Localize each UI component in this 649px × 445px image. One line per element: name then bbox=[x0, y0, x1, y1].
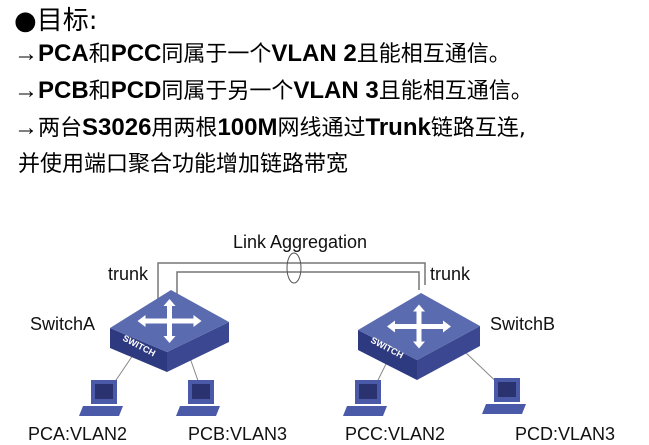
goal-1: →PCA和PCC同属于一个VLAN 2且能相互通信。 bbox=[14, 36, 511, 68]
goal-text: 用两根 bbox=[151, 116, 218, 141]
pc-label: PCD:VLAN3 bbox=[515, 424, 615, 444]
arrow-icon: → bbox=[14, 114, 38, 141]
goal-text: 且能相互通信。 bbox=[356, 42, 511, 67]
pc-icons bbox=[79, 378, 526, 416]
heading-title: 目标: bbox=[36, 6, 98, 36]
pc-label: PCB:VLAN3 bbox=[188, 424, 287, 444]
goal-2: →PCB和PCD同属于另一个VLAN 3且能相互通信。 bbox=[14, 73, 533, 105]
goal-text: 两台 bbox=[38, 116, 83, 141]
goal-text: 100M bbox=[217, 114, 278, 141]
trunk-right-label: trunk bbox=[430, 264, 471, 284]
pc-label: PCC:VLAN2 bbox=[345, 424, 445, 444]
switch-b-icon: SWITCH bbox=[358, 293, 480, 380]
goal-text: S3026 bbox=[82, 114, 152, 141]
bullet-icon: ● bbox=[14, 6, 37, 36]
pc-icon bbox=[79, 380, 123, 416]
pc-icon bbox=[176, 380, 220, 416]
switch-a-label: SwitchA bbox=[30, 314, 95, 334]
goal-text: Trunk bbox=[365, 114, 431, 141]
goal-text: PCD bbox=[110, 77, 162, 104]
goal-text: VLAN 3 bbox=[293, 77, 379, 104]
switch-a-icon: SWITCH bbox=[110, 290, 229, 372]
aggregation-ellipse bbox=[286, 252, 302, 284]
goal-text: PCC bbox=[110, 40, 162, 67]
goal-text: 网线通过 bbox=[277, 116, 366, 141]
link-aggregation-label: Link Aggregation bbox=[233, 232, 367, 252]
goal-text: 和 bbox=[88, 79, 111, 104]
goal-text: 同属于一个 bbox=[161, 42, 272, 67]
heading: ●目标: bbox=[14, 0, 97, 37]
goal-text: 且能相互通信。 bbox=[378, 79, 533, 104]
arrow-icon: → bbox=[14, 40, 38, 67]
arrow-icon: → bbox=[14, 77, 38, 104]
goal-3: →两台S3026用两根100M网线通过Trunk链路互连, bbox=[14, 110, 526, 142]
trunk-link-1 bbox=[157, 262, 426, 300]
goal-text: 同属于另一个 bbox=[161, 79, 294, 104]
goal-continuation: 并使用端口聚合功能增加链路带宽 bbox=[18, 152, 349, 177]
goal-text: 链路互连, bbox=[430, 116, 526, 141]
goal-text: VLAN 2 bbox=[271, 40, 357, 67]
pc-label: PCA:VLAN2 bbox=[28, 424, 127, 444]
switch-b-label: SwitchB bbox=[490, 314, 555, 334]
goal-text: PCA bbox=[38, 40, 89, 67]
goal-text: 和 bbox=[88, 42, 111, 67]
trunk-left-label: trunk bbox=[108, 264, 149, 284]
pc-icon bbox=[343, 380, 387, 416]
goal-text: PCB bbox=[38, 77, 89, 104]
pc-icon bbox=[482, 378, 526, 414]
trunk-link-2 bbox=[176, 271, 420, 300]
